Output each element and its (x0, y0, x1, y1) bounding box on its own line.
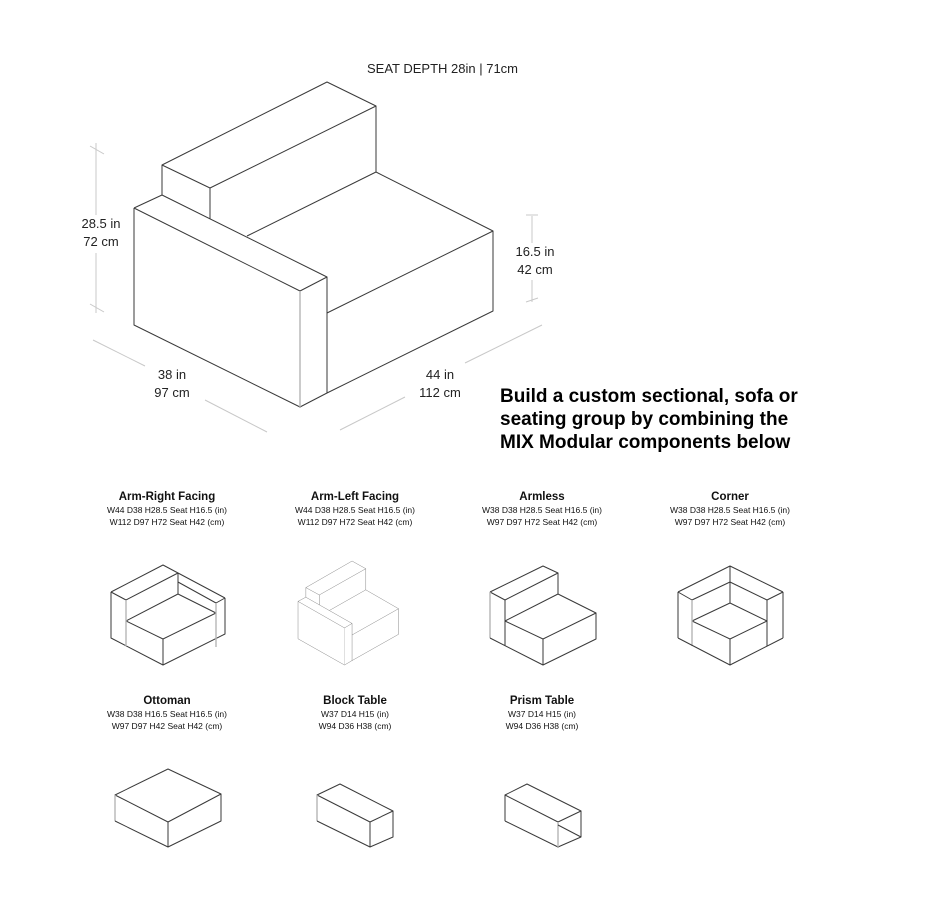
seat-height-cm: 42 cm (517, 262, 553, 277)
component-title: Arm-Right Facing (118, 491, 216, 503)
component-title: Block Table (323, 695, 387, 707)
height-cm: 72 cm (83, 234, 119, 249)
component-spec-in: W37 D14 H15 (in) (320, 709, 390, 719)
component-caption-arm-left-facing: Arm-Left Facing W44 D38 H28.5 Seat H16.5… (265, 490, 445, 528)
arm-right-facing-drawing (110, 564, 226, 666)
component-title: Prism Table (509, 695, 575, 707)
arm-left-facing-drawing (297, 560, 399, 666)
component-spec-in: W44 D38 H28.5 Seat H16.5 (in) (106, 505, 227, 515)
component-caption-block-table: Block Table W37 D14 H15 (in) W94 D36 H38… (265, 694, 445, 732)
block-table-drawing (316, 783, 394, 848)
component-spec-cm: W112 D97 H72 Seat H42 (cm) (109, 517, 225, 527)
component-spec-cm: W97 D97 H72 Seat H42 (cm) (486, 517, 598, 527)
width-label: 44 in 112 cm (413, 366, 467, 402)
headline-line: Build a custom sectional, sofa or (500, 386, 798, 407)
component-spec-cm: W94 D36 H38 (cm) (318, 721, 392, 731)
component-title: Armless (519, 491, 565, 503)
component-spec-cm: W94 D36 H38 (cm) (505, 721, 579, 731)
dimension-lines (89, 143, 543, 433)
width-in: 44 in (425, 367, 455, 382)
corner-drawing (677, 565, 784, 666)
component-spec-in: W38 D38 H28.5 Seat H16.5 (in) (669, 505, 790, 515)
height-in: 28.5 in (81, 216, 121, 231)
component-title: Corner (711, 491, 749, 503)
headline-line: MIX Modular components below (500, 432, 791, 453)
component-spec-in: W37 D14 H15 (in) (507, 709, 577, 719)
headline: Build a custom sectional, sofa or seatin… (500, 385, 798, 454)
component-caption-arm-right-facing: Arm-Right Facing W44 D38 H28.5 Seat H16.… (77, 490, 257, 528)
component-caption-corner: Corner W38 D38 H28.5 Seat H16.5 (in) W97… (640, 490, 820, 528)
seat-height-label: 16.5 in 42 cm (510, 243, 560, 279)
component-spec-cm: W112 D97 H72 Seat H42 (cm) (297, 517, 413, 527)
depth-cm: 97 cm (154, 385, 190, 400)
component-title: Arm-Left Facing (310, 491, 400, 503)
ottoman-drawing (114, 768, 222, 848)
seat-depth-label: SEAT DEPTH 28in | 71cm (367, 61, 519, 76)
component-spec-in: W38 D38 H28.5 Seat H16.5 (in) (481, 505, 602, 515)
width-cm: 112 cm (419, 385, 461, 400)
component-caption-ottoman: Ottoman W38 D38 H16.5 Seat H16.5 (in) W9… (77, 694, 257, 732)
component-spec-cm: W97 D97 H72 Seat H42 (cm) (674, 517, 786, 527)
seat-height-in: 16.5 in (515, 244, 555, 259)
component-title: Ottoman (143, 695, 191, 707)
component-spec-in: W44 D38 H28.5 Seat H16.5 (in) (294, 505, 415, 515)
prism-table-drawing (504, 783, 582, 848)
component-caption-prism-table: Prism Table W37 D14 H15 (in) W94 D36 H38… (452, 694, 632, 732)
armless-drawing (489, 565, 597, 666)
depth-label: 38 in 97 cm (147, 366, 197, 402)
component-caption-armless: Armless W38 D38 H28.5 Seat H16.5 (in) W9… (452, 490, 632, 528)
arm-left-sofa-main-drawing (133, 81, 494, 408)
component-spec-in: W38 D38 H16.5 Seat H16.5 (in) (106, 709, 227, 719)
depth-in: 38 in (157, 367, 187, 382)
height-label: 28.5 in 72 cm (76, 215, 126, 251)
component-spec-cm: W97 D97 H42 Seat H42 (cm) (111, 721, 223, 731)
headline-line: seating group by combining the (500, 409, 789, 430)
